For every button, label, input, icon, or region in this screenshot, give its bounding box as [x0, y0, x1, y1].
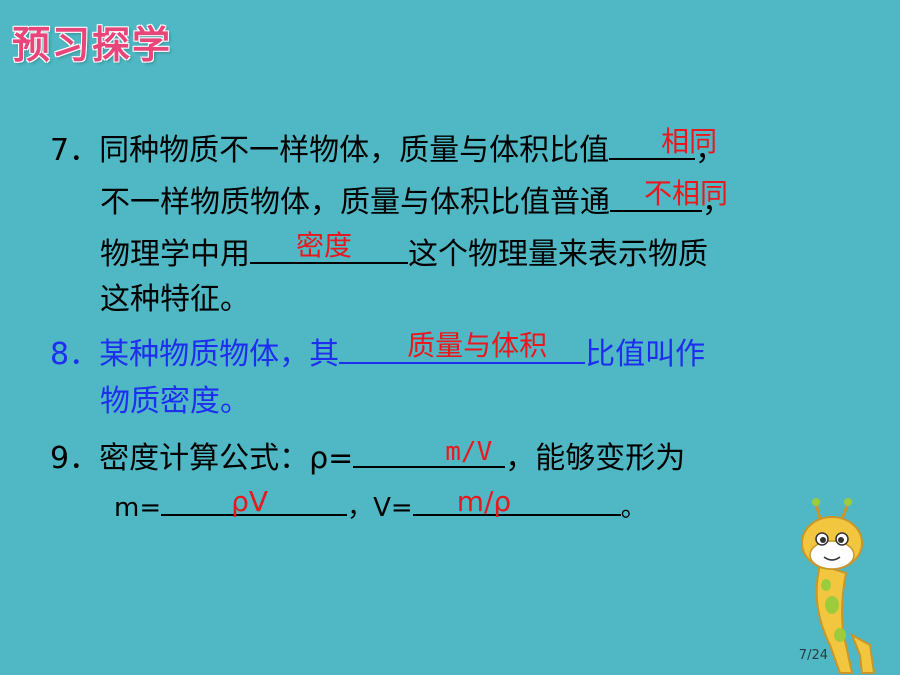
- q7-line-2-suffix: ，: [702, 185, 732, 220]
- q7-line-3-suffix: 这个物理量来表示物质: [408, 237, 708, 272]
- q9-answer-v: m/ρ: [456, 485, 512, 518]
- q9-line-1: 9．密度计算公式：ρ= m/V ，能够变形为: [50, 436, 685, 477]
- giraffe-illustration: [801, 498, 876, 674]
- q8-line-1-suffix: 比值叫作: [585, 337, 706, 372]
- q7-line-2: 不一样物质物体，质量与体积比值普通 不相同，: [100, 177, 732, 221]
- q8-line-1: 8．某种物质物体，其 质量与体积 比值叫作: [50, 329, 706, 373]
- giraffe-body: [815, 563, 876, 674]
- q7-blank-2: 不相同: [610, 177, 728, 212]
- q9-blank-v: m/ρ: [412, 485, 621, 518]
- q7-line-3-text: 物理学中用: [100, 237, 250, 272]
- q7-line-4: 这种特征。: [100, 282, 250, 317]
- q9-end: 。: [620, 493, 647, 523]
- q7-answer-2: 不相同: [644, 177, 729, 210]
- q7-blank-1: 相同: [609, 125, 717, 160]
- q8-blank-1: 质量与体积: [339, 329, 586, 364]
- q8-answer-1: 质量与体积: [407, 329, 548, 362]
- giraffe-head: [801, 498, 863, 570]
- q7-line-2-text: 不一样物质物体，质量与体积比值普通: [100, 185, 610, 220]
- q7-blank-3: 密度: [250, 229, 408, 264]
- q9-blank-1: m/V: [353, 436, 506, 468]
- q7-answer-3: 密度: [296, 229, 353, 262]
- q9-answer-m: ρV: [231, 485, 269, 518]
- page-title: 预习探学: [12, 23, 173, 67]
- page-number: 7/24: [798, 648, 828, 663]
- q8-line-2: 物质密度。: [100, 384, 250, 419]
- q7-line-1-text: 7．同种物质不一样物体，质量与体积比值: [50, 133, 610, 168]
- q9-answer-1: m/V: [445, 437, 493, 467]
- q9-line-1-suffix: ，能够变形为: [505, 441, 686, 476]
- q9-separator: ，V=: [347, 493, 413, 523]
- q9-blank-m: ρV: [161, 485, 348, 518]
- q9-line-2: m= ρV ，V= m/ρ 。: [114, 485, 647, 526]
- q7-line-1: 7．同种物质不一样物体，质量与体积比值 相同，: [50, 125, 726, 169]
- q7-answer-1: 相同: [661, 125, 718, 158]
- q8-line-1-text: 8．某种物质物体，其: [50, 337, 340, 372]
- q9-line-1-text: 9．密度计算公式：ρ=: [50, 441, 354, 476]
- q9-m-label: m=: [114, 493, 162, 523]
- q7-line-1-suffix: ，: [695, 133, 726, 168]
- q7-line-3: 物理学中用 密度 这个物理量来表示物质: [100, 229, 708, 273]
